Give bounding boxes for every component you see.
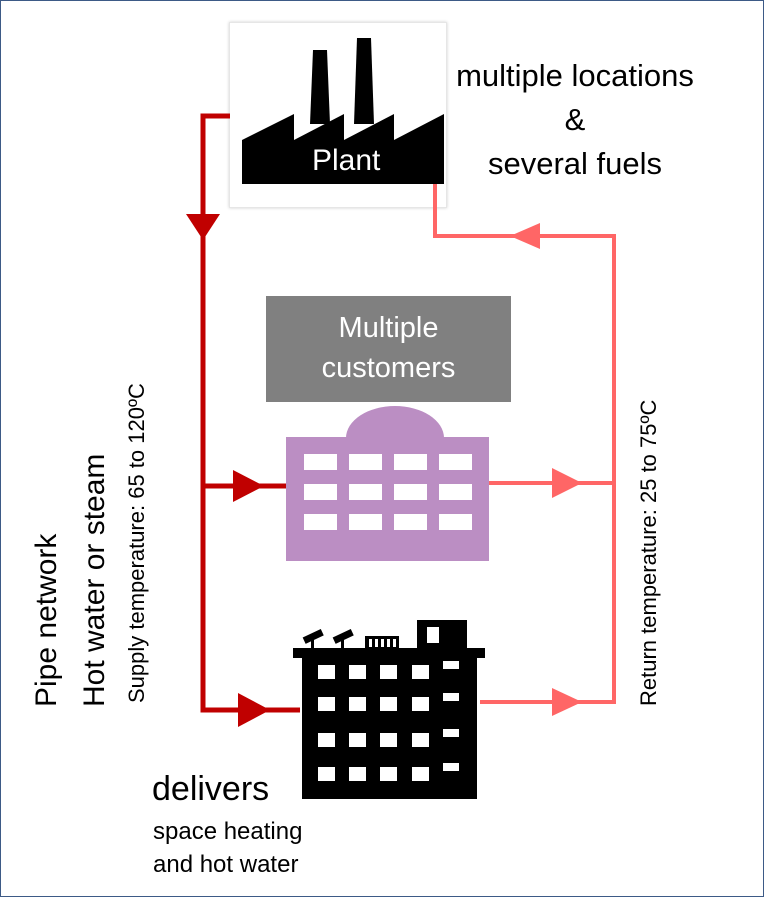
delivers-detail: space heating and hot water <box>153 815 302 881</box>
customers-line-1: Multiple <box>338 312 439 344</box>
return-arrow-top <box>510 223 540 249</box>
plant-label: Plant <box>312 144 381 177</box>
supply-temperature-label: Supply temperature: 65 to 120ºC <box>124 383 149 703</box>
return-arrow-apartment <box>552 688 582 716</box>
office-building-icon <box>286 406 489 561</box>
supply-arrow-top <box>186 214 220 240</box>
return-arrows <box>510 223 582 716</box>
supply-arrow-apartment <box>238 693 270 727</box>
supply-pipe <box>200 113 300 713</box>
supply-arrow-office <box>233 470 264 502</box>
hot-water-label: Hot water or steam <box>78 453 111 707</box>
delivers-line-2: and hot water <box>153 851 299 878</box>
delivers-title: delivers <box>152 770 270 808</box>
supply-pipe-main <box>200 113 300 713</box>
pipe-network-label: Pipe network <box>30 533 63 707</box>
customers-line-2: customers <box>321 352 456 384</box>
sources-line-1: multiple locations <box>456 58 694 93</box>
sources-label: multiple locations & several fuels <box>420 54 730 186</box>
return-arrow-office <box>552 468 582 498</box>
sources-line-3: several fuels <box>487 146 663 181</box>
customers-box: Multiple customers <box>266 296 511 402</box>
apartment-building-icon <box>293 620 485 799</box>
return-temperature-label: Return temperature: 25 to 75ºC <box>636 399 661 706</box>
supply-arrows <box>186 214 270 727</box>
delivers-line-1: space heating <box>153 818 303 845</box>
sources-line-2: & <box>564 102 586 137</box>
factory-icon <box>242 38 444 184</box>
